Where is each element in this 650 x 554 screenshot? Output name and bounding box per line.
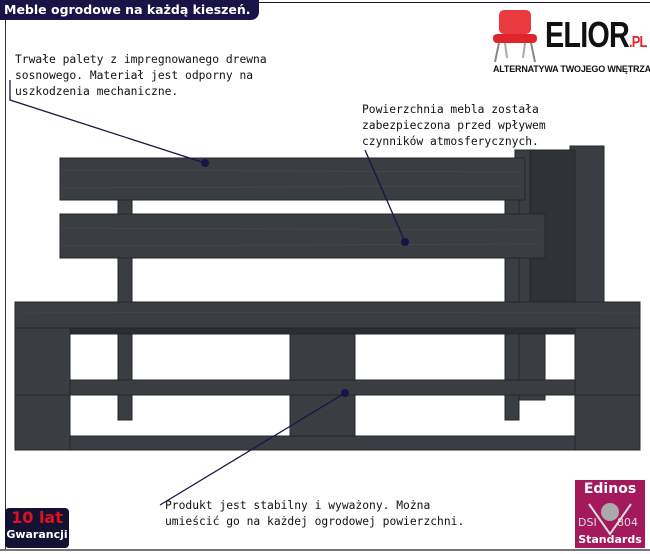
- pointer-line-3: [159, 392, 346, 506]
- warranty-badge: 10 lat Gwarancji: [5, 508, 69, 548]
- pointer-dot-2: [401, 238, 409, 246]
- annotation-material: Trwałe palety z impregnowanego drewna so…: [15, 53, 267, 98]
- pointer-line-1: [9, 80, 206, 164]
- seat-top: [14, 301, 641, 329]
- backrest-board-top: [59, 157, 526, 201]
- middle-board: [69, 379, 576, 396]
- backrest-board-bottom: [59, 213, 546, 259]
- annotation-surface: Powierzchnia mebla została zabezpieczona…: [362, 103, 546, 148]
- chair-icon: [493, 10, 537, 63]
- edinos-brand: Edinos: [583, 481, 637, 497]
- warranty-label: Gwarancji: [6, 528, 68, 541]
- page-title: Meble ogrodowe na każdą kieszeń.: [0, 0, 259, 20]
- frame-top-line: [0, 2, 650, 3]
- edinos-certificate: Edinos DSI 804 Standards: [575, 480, 645, 548]
- logo-tagline: ALTERNATYWA TWOJEGO WNĘTRZA: [493, 64, 650, 74]
- frame-left-line: [5, 20, 6, 550]
- pointer-line-2: [364, 149, 406, 243]
- frame-bottom-line: [0, 549, 650, 551]
- logo-name: ELIOR: [545, 14, 630, 55]
- pointer-dot-3: [341, 389, 349, 397]
- edinos-label: Standards: [578, 533, 642, 546]
- warranty-years: 10 lat: [11, 508, 63, 527]
- edinos-left: DSI: [578, 516, 597, 529]
- elior-logo: ELIOR.PL ALTERNATYWA TWOJEGO WNĘTRZA: [485, 8, 650, 76]
- edinos-right: 804: [617, 516, 638, 529]
- annotation-stability: Produkt jest stabilny i wyważony. Można …: [165, 499, 465, 528]
- logo-suffix: .PL: [629, 34, 647, 51]
- checkmark-icon: [588, 503, 632, 536]
- pointer-dot-1: [201, 159, 209, 167]
